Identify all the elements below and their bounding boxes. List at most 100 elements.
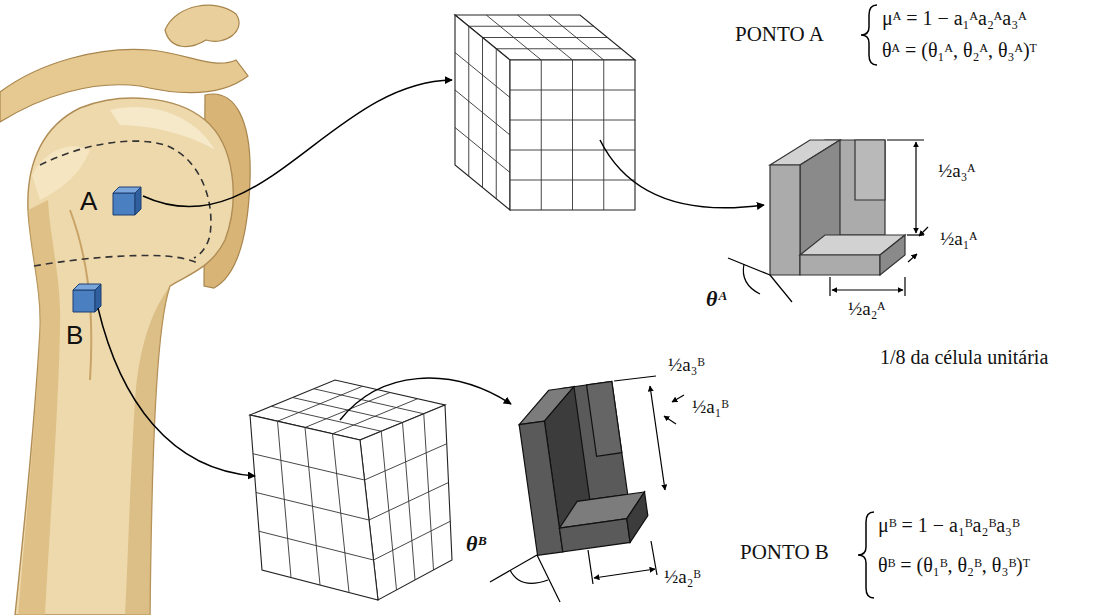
sample-cube bbox=[73, 284, 101, 312]
leader-arrow bbox=[98, 80, 764, 476]
lattice-face bbox=[510, 60, 635, 210]
grid-line bbox=[253, 454, 365, 480]
cell-face bbox=[880, 235, 905, 275]
curly-brace bbox=[861, 5, 877, 65]
dimension-arrow bbox=[672, 395, 684, 402]
leader-arrow bbox=[340, 378, 511, 420]
cell-face bbox=[623, 492, 651, 542]
grid-line bbox=[510, 150, 635, 151]
grid-line bbox=[455, 128, 510, 173]
grid-line bbox=[374, 521, 451, 560]
grid-line bbox=[603, 60, 604, 210]
extension-line bbox=[887, 139, 924, 140]
dimension-arrow bbox=[594, 569, 655, 578]
dimension-arrow bbox=[664, 416, 676, 424]
point-letter: B bbox=[66, 320, 83, 351]
grid-line bbox=[469, 26, 594, 27]
lattice-face bbox=[250, 415, 378, 600]
leader-arrow bbox=[143, 80, 452, 207]
unit-cell bbox=[515, 379, 651, 555]
grid-line bbox=[510, 120, 635, 121]
grid-line bbox=[455, 90, 510, 135]
dimension-lines bbox=[490, 376, 684, 602]
grid-line bbox=[510, 180, 635, 181]
lattice-face bbox=[510, 60, 635, 210]
unit-cell bbox=[770, 140, 905, 275]
angle-label: θᴬ bbox=[706, 286, 727, 312]
lattice-face bbox=[455, 15, 510, 210]
grid-line bbox=[496, 48, 621, 49]
cell-face bbox=[800, 255, 880, 275]
humerus bbox=[15, 98, 233, 615]
lattice-face bbox=[250, 415, 378, 600]
grid-line bbox=[483, 37, 608, 38]
dimension-arrow bbox=[908, 254, 917, 262]
lattice-cube bbox=[455, 15, 635, 210]
dimension-arrow bbox=[919, 227, 928, 236]
extension-line bbox=[904, 277, 905, 296]
grid-line bbox=[305, 393, 390, 428]
humerus-shade bbox=[125, 286, 170, 615]
grid-line bbox=[278, 386, 363, 421]
dimension-arrow bbox=[650, 386, 665, 490]
humerus-shade bbox=[18, 200, 60, 615]
dashed-neck bbox=[40, 141, 211, 258]
angle-line bbox=[770, 275, 792, 302]
formula: μᴮ = 1 − a₁ᴮa₂ᴮa₃ᴮ bbox=[878, 513, 1020, 537]
cube-face bbox=[113, 193, 135, 215]
extension-line bbox=[829, 277, 830, 296]
grid-line bbox=[365, 444, 447, 480]
dimension-arrow bbox=[832, 289, 903, 290]
dimension-label: ½a₁ᴬ bbox=[940, 228, 977, 251]
formula: θᴬ = (θ₁ᴬ, θ₂ᴬ, θ₃ᴬ)ᵀ bbox=[882, 38, 1037, 62]
sample-cube bbox=[113, 187, 141, 215]
cube-face bbox=[135, 187, 141, 215]
angle-arc bbox=[510, 570, 548, 583]
formula: θᴮ = (θ₁ᴮ, θ₂ᴮ, θ₃ᴮ)ᵀ bbox=[878, 553, 1030, 577]
point-heading: PONTO A bbox=[735, 22, 824, 47]
dimension-label: ½a₃ᴬ bbox=[938, 160, 975, 183]
grid-line bbox=[259, 531, 374, 560]
grid-line bbox=[572, 60, 573, 210]
cell-face bbox=[559, 519, 630, 552]
extension-line bbox=[907, 234, 924, 235]
cube-face bbox=[73, 290, 95, 312]
angle-line bbox=[728, 258, 770, 275]
point-heading: PONTO B bbox=[740, 540, 829, 565]
cell-face bbox=[587, 381, 622, 456]
point-letter: A bbox=[80, 186, 97, 217]
leader-arrow bbox=[98, 308, 255, 476]
grid-line bbox=[369, 483, 449, 521]
dimension-label: ½a₂ᴬ bbox=[848, 298, 885, 321]
lattice-face bbox=[455, 15, 510, 210]
dimension-label: ½a₁ᴮ bbox=[692, 396, 729, 419]
angle-arc bbox=[743, 264, 760, 294]
extension-line bbox=[614, 376, 656, 381]
dimension-label: ½a₂ᴮ bbox=[664, 566, 701, 589]
coracoid bbox=[165, 5, 239, 46]
grid-line bbox=[510, 90, 635, 91]
curly-brace bbox=[858, 512, 874, 598]
leader-arrow bbox=[600, 140, 764, 208]
dimension-lines bbox=[728, 140, 928, 302]
extension-line bbox=[588, 550, 593, 584]
angle-label: θᴮ bbox=[466, 531, 486, 557]
dimension-label: ½a₃ᴮ bbox=[668, 354, 705, 377]
grid-line bbox=[541, 60, 542, 210]
cube-face bbox=[95, 284, 101, 312]
formula: μᴬ = 1 − a₁ᴬa₂ᴬa₃ᴬ bbox=[882, 6, 1027, 30]
angle-line bbox=[490, 555, 537, 582]
grid-line bbox=[455, 53, 510, 98]
bone-illustration bbox=[0, 5, 250, 615]
cell-face bbox=[855, 140, 885, 200]
grid-line bbox=[256, 493, 369, 521]
caption-note: 1/8 da célula unitária bbox=[880, 345, 1048, 369]
lattice-cube bbox=[250, 380, 452, 600]
angle-line bbox=[537, 555, 560, 602]
cell-face bbox=[519, 421, 563, 555]
dimension-arrow bbox=[915, 142, 916, 233]
cell-face bbox=[770, 165, 800, 275]
dashed-surgical-neck bbox=[34, 255, 200, 266]
